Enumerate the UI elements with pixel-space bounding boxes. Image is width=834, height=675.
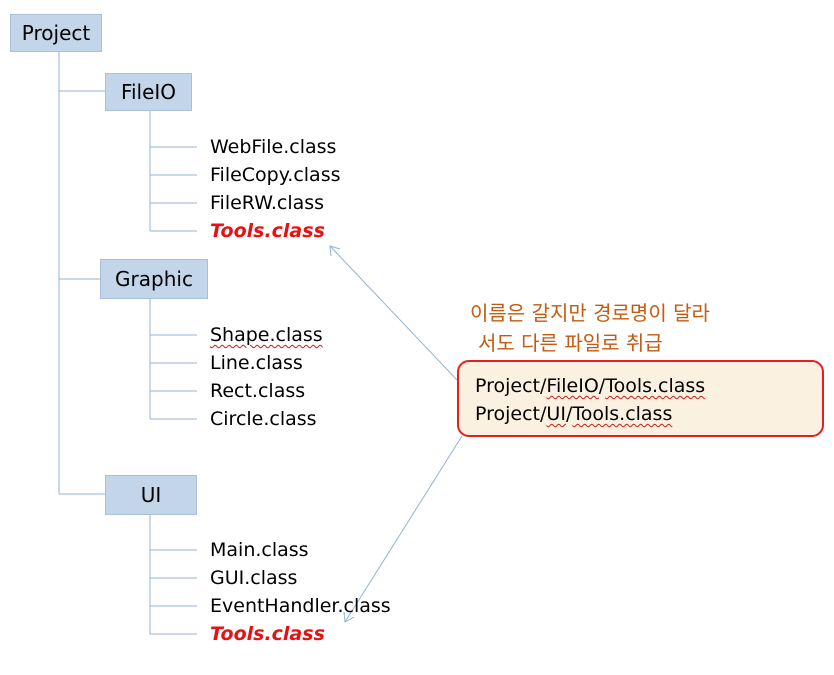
- annotation: 이름은 갈지만 경로명이 달라 서도 다른 파일로 취급: [470, 298, 710, 358]
- file-webfile: WebFile.class: [210, 136, 337, 158]
- path-1-file: Tools.class: [605, 375, 706, 397]
- file-rect: Rect.class: [210, 380, 306, 402]
- path-2-prefix: Project/: [475, 403, 547, 425]
- file-ui-tools: Tools.class: [210, 623, 325, 645]
- path-1-prefix: Project/: [475, 375, 547, 397]
- file-gui: GUI.class: [210, 567, 298, 589]
- node-ui-label: UI: [140, 483, 162, 507]
- file-shape-label: Shape.class: [210, 324, 323, 346]
- path-fileio-tools: Project/FileIO/Tools.class: [475, 372, 822, 400]
- path-2-file: Tools.class: [572, 403, 673, 425]
- node-project-label: Project: [21, 21, 91, 45]
- file-filecopy: FileCopy.class: [210, 164, 341, 186]
- file-circle: Circle.class: [210, 408, 317, 430]
- node-graphic-label: Graphic: [115, 267, 193, 291]
- file-line: Line.class: [210, 352, 303, 374]
- path-callout-box: Project/FileIO/Tools.class Project/UI/To…: [457, 360, 824, 437]
- file-eventhandler: EventHandler.class: [210, 595, 391, 617]
- file-fileio-tools: Tools.class: [210, 220, 325, 242]
- annotation-line-2: 서도 다른 파일로 취급: [478, 331, 663, 355]
- node-fileio-label: FileIO: [120, 80, 177, 104]
- arrowhead-fileio-tools: [329, 245, 341, 257]
- node-graphic: Graphic: [100, 259, 208, 299]
- path-2-sep: /: [565, 403, 573, 425]
- path-1-sep: /: [598, 375, 606, 397]
- path-2-dir: UI: [546, 403, 566, 425]
- path-1-dir: FileIO: [546, 375, 599, 397]
- file-filerw: FileRW.class: [210, 192, 325, 214]
- file-main: Main.class: [210, 539, 309, 561]
- arrowhead-ui-tools: [343, 611, 355, 623]
- arrow-to-fileio-tools: [329, 245, 458, 381]
- node-ui: UI: [105, 475, 197, 515]
- annotation-line-1: 이름은 갈지만 경로명이 달라: [470, 301, 710, 325]
- path-ui-tools: Project/UI/Tools.class: [475, 400, 822, 428]
- node-project: Project: [10, 14, 102, 52]
- file-shape: Shape.class: [210, 326, 323, 345]
- arrow-to-ui-tools: [344, 435, 463, 623]
- node-fileio: FileIO: [105, 73, 192, 111]
